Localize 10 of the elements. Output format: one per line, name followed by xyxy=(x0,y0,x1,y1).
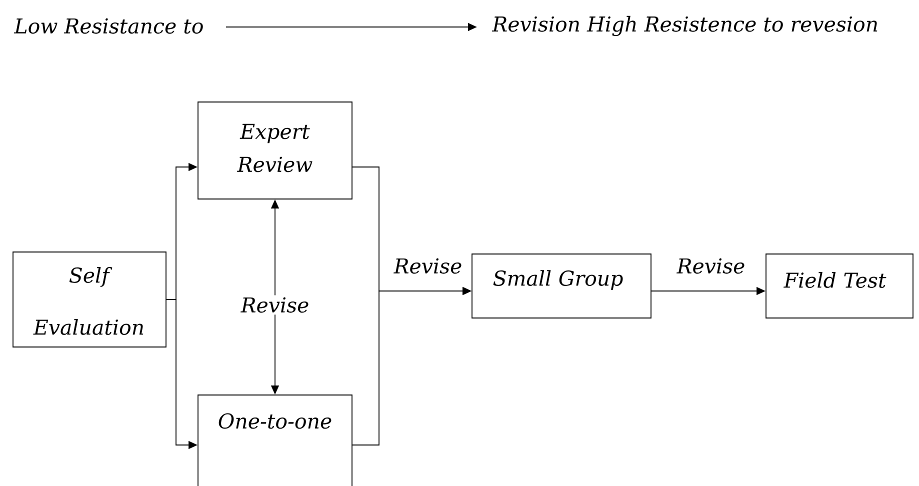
process-box: One-to-one xyxy=(198,394,352,486)
process-box: Small Group xyxy=(472,254,652,318)
edge-label: Revise xyxy=(392,256,464,276)
scale-label: Revision High Resistence to revesion xyxy=(492,16,878,36)
process-box: Expert Review xyxy=(198,102,352,200)
edge-label: Revise xyxy=(238,295,312,315)
process-box: Self Evaluation xyxy=(12,252,166,348)
scale-label: Low Resistance to xyxy=(14,18,203,34)
process-box: Field Test xyxy=(766,254,914,318)
edge-label: Revise xyxy=(674,256,748,276)
